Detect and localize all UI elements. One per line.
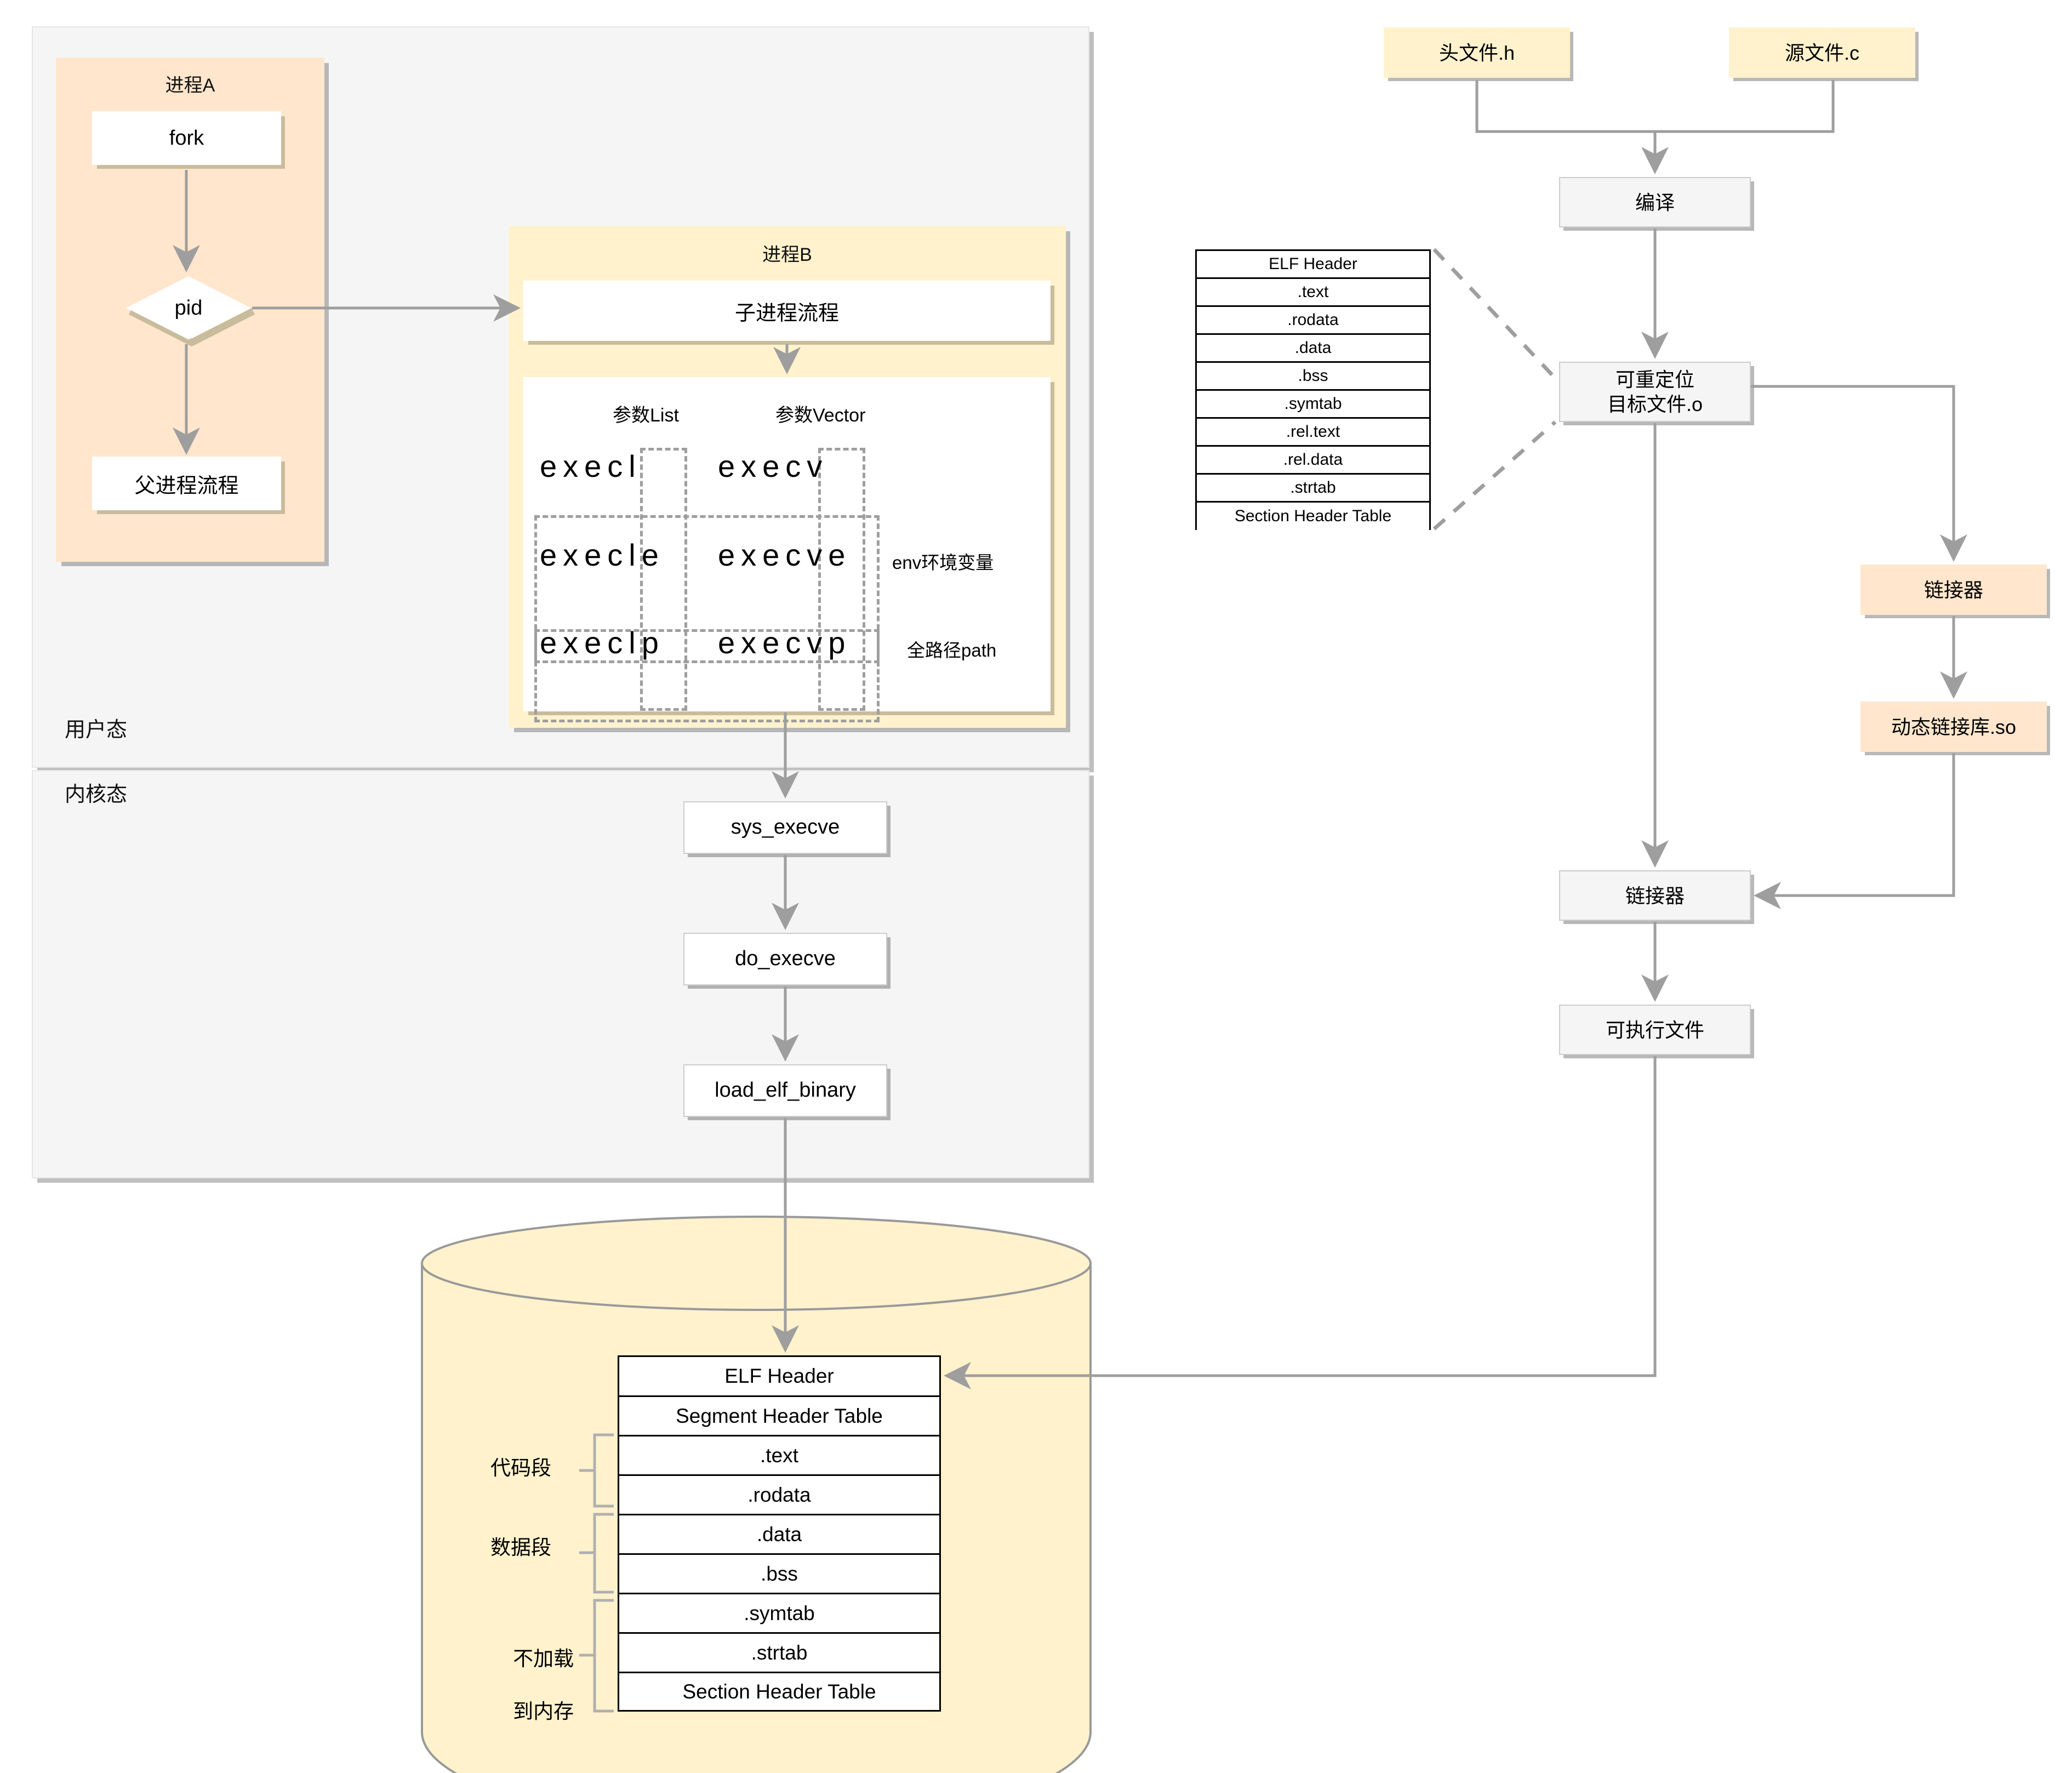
compile-box[interactable]: 编译 (1559, 177, 1751, 227)
exec-list-row-2: execlp (540, 625, 665, 660)
process-b-title: 进程B (762, 244, 812, 265)
process-a-title: 进程A (165, 75, 215, 96)
mem-row: Segment Header Table (619, 1397, 939, 1436)
user-mode-label: 用户态 (65, 719, 128, 742)
edge-object-right-branch (1751, 385, 1955, 417)
exec-family-card (523, 377, 1051, 711)
mem-row: .rodata (619, 1476, 939, 1515)
edge-so-to-final-linker (1754, 753, 1955, 909)
param-vector-column-label: 参数Vector (775, 405, 866, 426)
fork-box[interactable]: fork (92, 111, 281, 165)
final-linker-box[interactable]: 链接器 (1559, 870, 1751, 921)
callout-line-bottom (1432, 420, 1557, 531)
pid-label: pid (174, 296, 203, 320)
obj-section-row: ELF Header (1197, 251, 1429, 279)
segment-label-noload: 不加载 到内存 (490, 1620, 574, 1751)
header-file-box[interactable]: 头文件.h (1384, 27, 1570, 78)
shared-object-box[interactable]: 动态链接库.so (1860, 702, 2047, 752)
obj-section-row: .bss (1197, 363, 1429, 391)
obj-section-row: .rel.data (1197, 447, 1429, 475)
obj-section-row: Section Header Table (1197, 503, 1429, 530)
obj-section-row: .rodata (1197, 307, 1429, 335)
bracket-code-segment (593, 1433, 614, 1508)
mem-row: .symtab (619, 1594, 939, 1634)
pid-diamond[interactable]: pid (125, 274, 255, 347)
parent-process-box[interactable]: 父进程流程 (92, 457, 281, 510)
executable-box[interactable]: 可执行文件 (1559, 1005, 1751, 1055)
segment-label-code: 代码段 (490, 1457, 551, 1479)
segment-label-data: 数据段 (490, 1536, 551, 1559)
obj-section-row: .symtab (1197, 391, 1429, 419)
mem-row: .bss (619, 1555, 939, 1594)
obj-section-row: .rel.text (1197, 419, 1429, 447)
callout-line-top (1432, 248, 1557, 380)
sys-execve-box[interactable]: sys_execve (683, 801, 887, 854)
bracket-data-segment (593, 1513, 614, 1594)
exec-vector-row-0: execv (718, 449, 829, 483)
kernel-mode-label: 内核态 (65, 783, 128, 806)
mem-row: .strtab (619, 1634, 939, 1673)
bracket-noload-segment (593, 1599, 614, 1713)
mem-row: .data (619, 1515, 939, 1555)
obj-section-row: .data (1197, 335, 1429, 363)
source-file-box[interactable]: 源文件.c (1729, 27, 1915, 78)
obj-section-row: .strtab (1197, 475, 1429, 503)
segment-label-noload-line2: 到内存 (513, 1700, 574, 1723)
load-elf-binary-box[interactable]: load_elf_binary (683, 1064, 887, 1117)
mem-row: Section Header Table (619, 1673, 939, 1710)
exec-note-row-2: 全路径path (907, 640, 997, 660)
obj-section-row: .text (1197, 279, 1429, 307)
relocatable-object-line1: 可重定位 (1615, 368, 1694, 391)
dashed-box-list-suffix (640, 448, 687, 711)
param-list-column-label: 参数List (613, 405, 679, 426)
exec-list-row-0: execl (540, 449, 642, 483)
object-file-section-table: ELF Header .text .rodata .data .bss .sym… (1195, 249, 1431, 530)
exec-note-row-1: env环境变量 (892, 552, 994, 573)
relocatable-object-box[interactable]: 可重定位 目标文件.o (1559, 362, 1751, 422)
kernel-mode-panel (32, 770, 1089, 1178)
dynamic-linker-box[interactable]: 链接器 (1860, 565, 2047, 615)
edge-sources-join (1475, 80, 1835, 133)
exec-vector-row-2: execvp (718, 625, 852, 660)
mem-row: ELF Header (619, 1357, 939, 1397)
do-execve-box[interactable]: do_execve (683, 933, 887, 985)
segment-label-noload-line1: 不加载 (513, 1647, 574, 1671)
dashed-box-path-row (534, 629, 880, 722)
dashed-box-vector-suffix (818, 448, 865, 711)
exec-vector-row-1: execve (718, 538, 852, 572)
child-process-box[interactable]: 子进程流程 (523, 281, 1051, 341)
relocatable-object-line2: 目标文件.o (1607, 393, 1703, 415)
mem-row: .text (619, 1436, 939, 1476)
dashed-box-env-row (534, 515, 880, 663)
exec-list-row-1: execle (540, 538, 665, 572)
memory-image-table: ELF Header Segment Header Table .text .r… (618, 1355, 941, 1712)
